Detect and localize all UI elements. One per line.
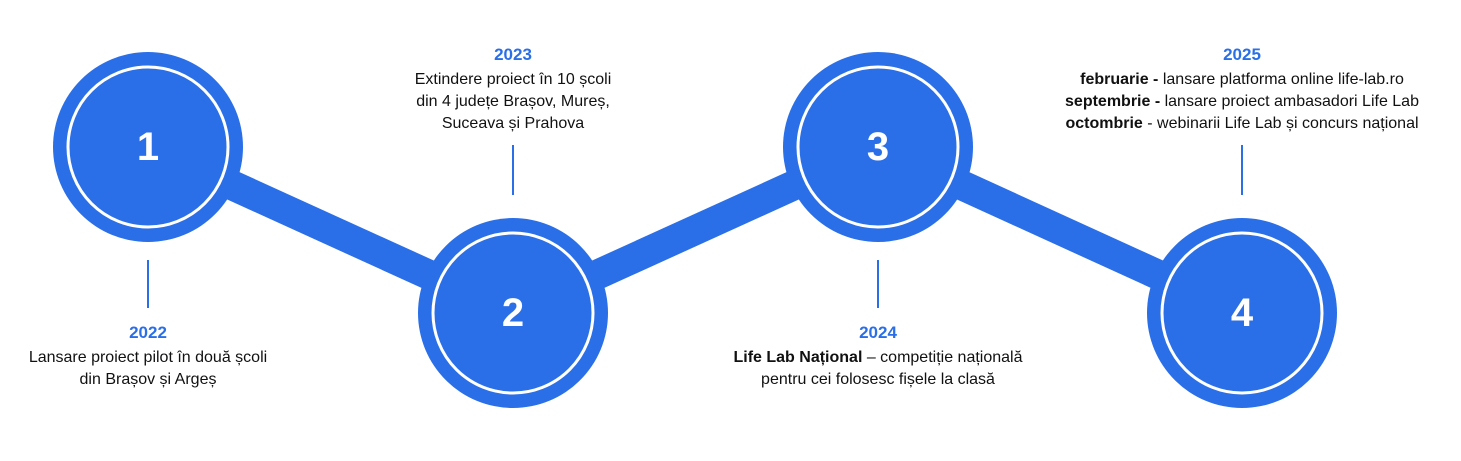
desc-line: pentru cei folosesc fișele la clasă [761,371,995,388]
circle-3 [783,52,973,242]
desc-line: septembrie - lansare proiect ambasadori … [1022,91,1461,113]
year-label: 2025 [1223,45,1261,64]
desc-line: octombrie - webinarii Life Lab și concur… [1022,113,1461,135]
circle-1 [53,52,243,242]
desc-rest: – competiție națională [862,349,1023,366]
year-label: 2024 [859,323,897,342]
step-number-3: 3 [866,125,890,169]
year-label: 2022 [129,323,167,342]
step-number-4: 4 [1230,291,1254,335]
desc-line: Extindere proiect în 10 școli [414,71,612,88]
desc-line: Lansare proiect pilot în două școli [28,349,268,366]
step-text-2025: 2025 februarie - lansare platforma onlin… [1022,44,1461,135]
connectors [141,133,1249,327]
year-label: 2023 [494,45,532,64]
step-number-2: 2 [501,291,525,335]
desc-rest: lansare platforma online life-lab.ro [1158,71,1404,88]
circle-4 [1147,218,1337,408]
desc-bold: Life Lab Național [733,349,863,366]
desc-line: Life Lab Național – competiție națională [658,347,1098,369]
desc-bold: octombrie [1065,115,1143,132]
desc-bold: septembrie - [1065,93,1161,110]
desc-bold: februarie - [1080,71,1159,88]
desc-rest: - webinarii Life Lab și concurs național [1142,115,1419,132]
desc-rest: lansare proiect ambasadori Life Lab [1160,93,1419,110]
desc-line: din Brașov și Argeș [79,371,217,388]
circle-2 [418,218,608,408]
desc-line: februarie - lansare platforma online lif… [1022,69,1461,91]
step-text-2023: 2023 Extindere proiect în 10 școli din 4… [293,44,733,135]
step-text-2022: 2022 Lansare proiect pilot în două școli… [0,322,368,391]
desc-line: din 4 județe Brașov, Mureș, [416,93,610,110]
desc-line: Suceava și Prahova [441,115,585,132]
step-text-2024: 2024 Life Lab Național – competiție nați… [658,322,1098,391]
step-number-1: 1 [136,125,160,169]
